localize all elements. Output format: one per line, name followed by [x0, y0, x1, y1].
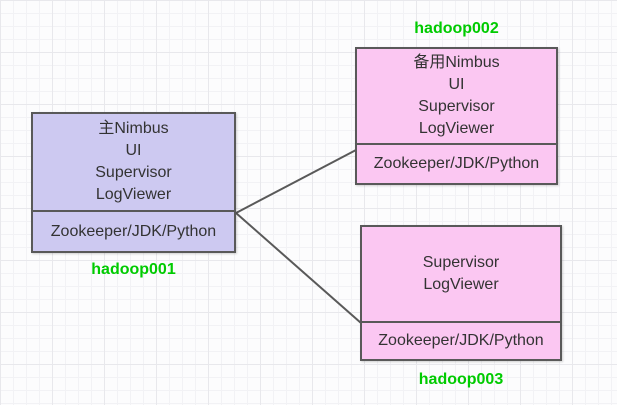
connector-hadoop001-hadoop003: [235, 212, 362, 324]
node-label-hadoop002: hadoop002: [414, 20, 499, 37]
node-hadoop001[interactable]: 主Nimbus UI Supervisor LogViewer Zookeepe…: [31, 112, 236, 253]
node-hadoop001-base: Zookeeper/JDK/Python: [50, 222, 217, 240]
node-hadoop002-base: Zookeeper/JDK/Python: [373, 155, 540, 172]
connector-hadoop001-hadoop002: [235, 149, 357, 214]
service-line: LogViewer: [95, 186, 172, 203]
service-line: LogViewer: [423, 276, 499, 293]
service-line: Supervisor: [95, 164, 172, 181]
node-hadoop003[interactable]: Supervisor LogViewer Zookeeper/JDK/Pytho…: [360, 225, 562, 361]
service-line: Supervisor: [422, 254, 500, 271]
service-line: 主Nimbus: [98, 120, 169, 137]
service-line: 备用Nimbus: [413, 54, 500, 71]
node-label-hadoop003: hadoop003: [418, 371, 504, 388]
node-hadoop003-base: Zookeeper/JDK/Python: [378, 332, 544, 349]
node-hadoop002-services: 备用Nimbus UI Supervisor LogViewer: [357, 49, 556, 145]
service-line: UI: [125, 142, 142, 159]
node-hadoop002[interactable]: 备用Nimbus UI Supervisor LogViewer Zookeep…: [355, 47, 558, 185]
service-line: Supervisor: [418, 98, 495, 115]
service-line: LogViewer: [418, 120, 495, 137]
node-label-hadoop001: hadoop001: [91, 261, 176, 278]
service-line: UI: [448, 76, 465, 93]
node-hadoop003-services: Supervisor LogViewer: [362, 227, 560, 323]
node-hadoop001-services: 主Nimbus UI Supervisor LogViewer: [33, 114, 234, 212]
